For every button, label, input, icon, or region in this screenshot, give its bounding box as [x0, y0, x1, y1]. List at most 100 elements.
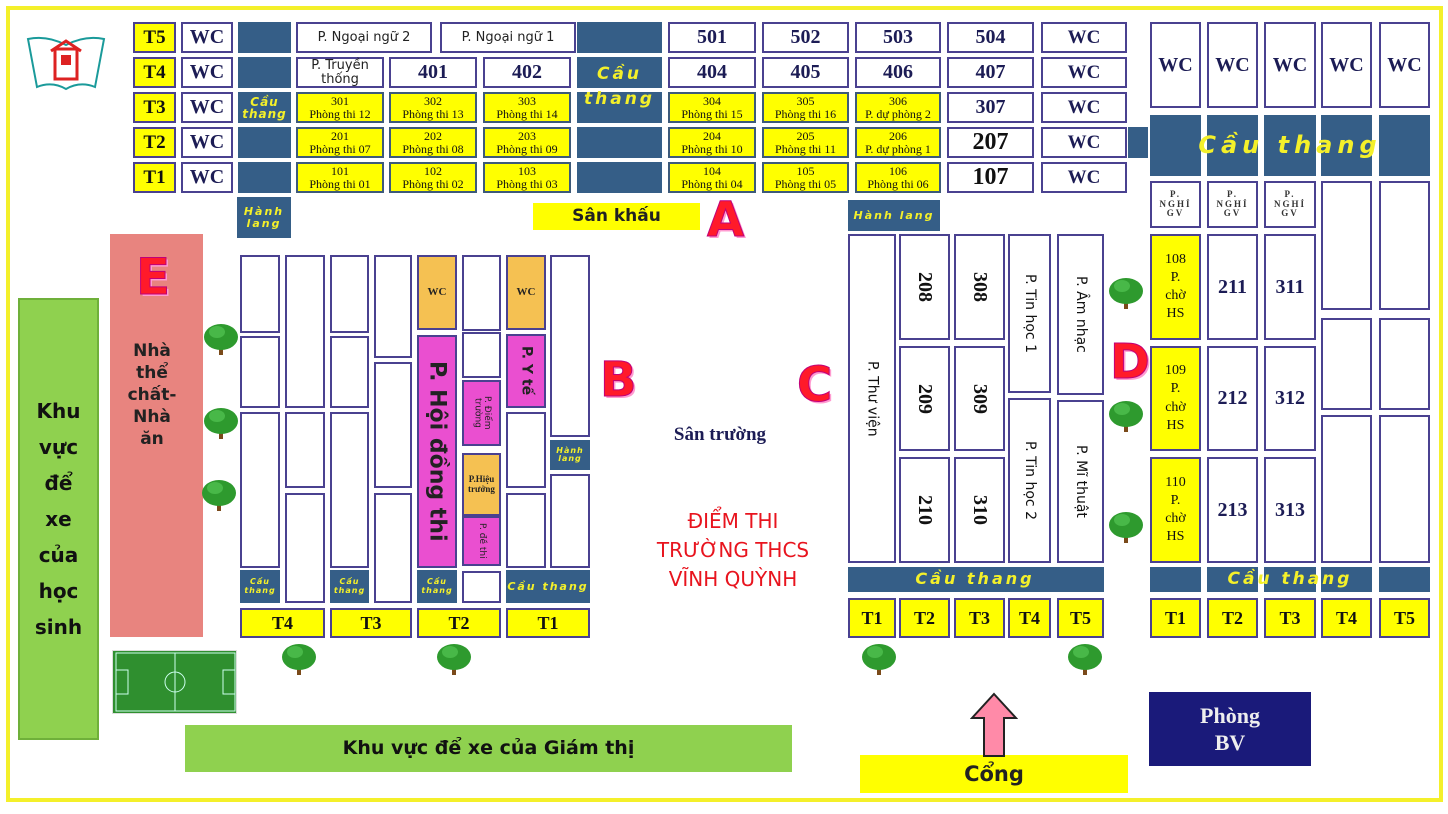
room[interactable]	[240, 412, 280, 568]
room[interactable]	[462, 332, 501, 378]
wc-room[interactable]: WC	[181, 162, 233, 193]
principal-room[interactable]: P.Hiệu trưởng	[462, 453, 501, 516]
gate[interactable]: Cổng	[860, 755, 1128, 793]
room[interactable]	[285, 493, 325, 603]
wc-room[interactable]: WC	[1264, 22, 1316, 108]
wc-room[interactable]: WC	[1041, 57, 1127, 88]
exam-papers-room[interactable]: P. đề thi	[462, 516, 501, 566]
council-room[interactable]: P. Hội đồng thi	[417, 335, 457, 568]
room[interactable]	[374, 362, 412, 488]
wc-room[interactable]: WC	[181, 57, 233, 88]
room[interactable]	[374, 493, 412, 603]
room[interactable]: 504	[947, 22, 1034, 53]
room[interactable]	[462, 571, 501, 603]
wc-room[interactable]: WC	[1041, 92, 1127, 123]
room[interactable]	[240, 255, 280, 333]
wc-room[interactable]: WC	[1041, 127, 1127, 158]
wc-room[interactable]: WC	[417, 255, 457, 330]
room[interactable]: 404	[668, 57, 756, 88]
gym-area[interactable]	[110, 234, 203, 637]
room[interactable]: 107	[947, 162, 1034, 193]
wc-room[interactable]: WC	[1150, 22, 1201, 108]
room[interactable]: 407	[947, 57, 1034, 88]
room[interactable]: 212	[1207, 346, 1258, 451]
room[interactable]	[550, 474, 590, 568]
room[interactable]	[1379, 318, 1430, 410]
it-room[interactable]: P. Tin học 2	[1008, 398, 1051, 563]
room[interactable]: 308	[954, 234, 1005, 340]
room[interactable]: 401	[389, 57, 477, 88]
medical-room[interactable]: P. Y tế	[506, 334, 546, 408]
room[interactable]: 210	[899, 457, 950, 563]
wc-room[interactable]: WC	[506, 255, 546, 330]
wc-room[interactable]: WC	[181, 22, 233, 53]
room[interactable]	[506, 493, 546, 568]
room[interactable]: P. Ngoại ngữ 1	[440, 22, 576, 53]
art-room[interactable]: P. Mĩ thuật	[1057, 400, 1104, 563]
room[interactable]	[240, 336, 280, 408]
room[interactable]: P. Truyền thống	[296, 57, 384, 88]
room[interactable]: 501	[668, 22, 756, 53]
room[interactable]	[285, 255, 325, 408]
room[interactable]	[374, 255, 412, 358]
room[interactable]: 311	[1264, 234, 1316, 340]
room[interactable]: 406	[855, 57, 941, 88]
wc-room[interactable]: WC	[1379, 22, 1430, 108]
room[interactable]	[550, 255, 590, 437]
library-room[interactable]: P. Thư viện	[848, 234, 896, 563]
wc-room[interactable]: WC	[1207, 22, 1258, 108]
room[interactable]: 307	[947, 92, 1034, 123]
room[interactable]	[330, 255, 369, 333]
room[interactable]: 207	[947, 127, 1034, 158]
room[interactable]	[462, 255, 501, 331]
room[interactable]: 310	[954, 457, 1005, 563]
room[interactable]: 309	[954, 346, 1005, 451]
room[interactable]: P. Ngoại ngữ 2	[296, 22, 432, 53]
teacher-lounge[interactable]: P. NGHỈ GV	[1207, 181, 1258, 228]
it-room[interactable]: P. Tin học 1	[1008, 234, 1051, 393]
wc-room[interactable]: WC	[181, 92, 233, 123]
supervisor-parking[interactable]: Khu vực để xe của Giám thị	[185, 725, 792, 772]
room[interactable]: 312	[1264, 346, 1316, 451]
site-room[interactable]: P. Điểm trường	[462, 380, 501, 446]
room[interactable]	[330, 412, 369, 568]
room[interactable]	[330, 336, 369, 408]
student-parking[interactable]: Khu vực để xe của học sinh	[18, 298, 99, 740]
room[interactable]: 402	[483, 57, 571, 88]
room[interactable]: 405	[762, 57, 849, 88]
room[interactable]	[285, 412, 325, 488]
music-room[interactable]: P. Âm nhạc	[1057, 234, 1104, 395]
teacher-lounge[interactable]: P. NGHỈ GV	[1264, 181, 1316, 228]
teacher-lounge[interactable]: P. NGHỈ GV	[1150, 181, 1201, 228]
room[interactable]	[1321, 415, 1372, 563]
room[interactable]: 209	[899, 346, 950, 451]
room[interactable]	[1321, 318, 1372, 410]
wc-room[interactable]: WC	[1041, 162, 1127, 193]
room[interactable]: 208	[899, 234, 950, 340]
room[interactable]: 503	[855, 22, 941, 53]
room[interactable]	[1379, 181, 1430, 310]
room[interactable]: 313	[1264, 457, 1316, 563]
wc-room[interactable]: WC	[1041, 22, 1127, 53]
room[interactable]	[1379, 415, 1430, 563]
security-room[interactable]: Phòng BV	[1149, 692, 1311, 766]
